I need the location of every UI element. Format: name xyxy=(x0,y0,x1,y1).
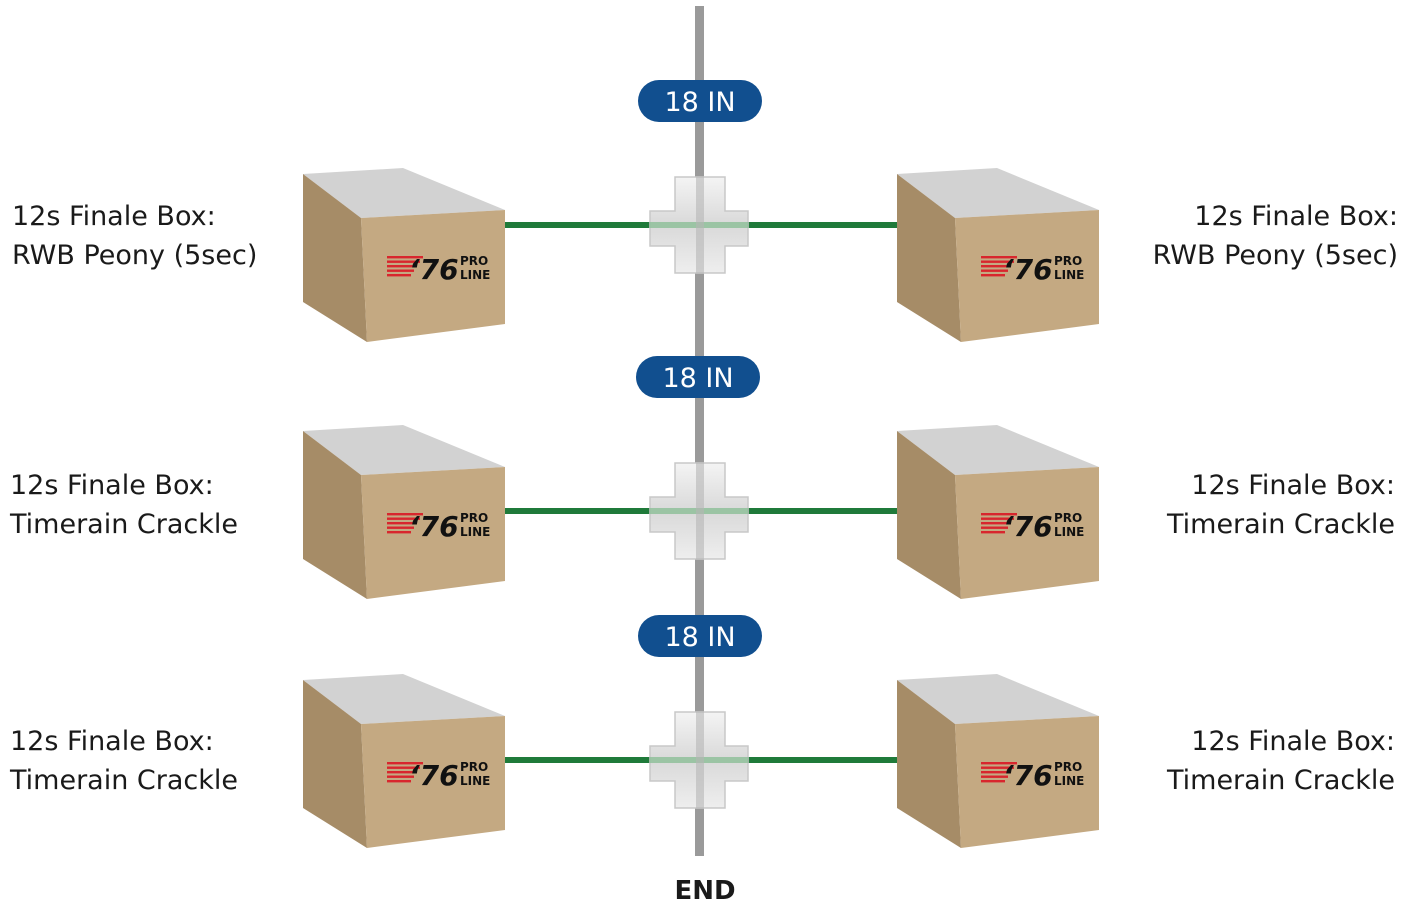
cross-connector-2 xyxy=(649,462,749,560)
box-front xyxy=(955,467,1099,599)
logo-line: LINE xyxy=(1054,525,1084,539)
logo-pro: PRO xyxy=(1054,254,1082,268)
box-front xyxy=(955,716,1099,848)
logo-number: ‘76 xyxy=(409,253,459,286)
box-side xyxy=(897,680,961,848)
logo-number: ‘76 xyxy=(1003,253,1053,286)
box-front xyxy=(361,210,505,342)
cross-connector-3 xyxy=(649,711,749,809)
logo-pro: PRO xyxy=(460,511,488,525)
end-label: END xyxy=(674,876,736,906)
box-label-row1-left: 12s Finale Box: RWB Peony (5sec) xyxy=(12,197,257,275)
spacing-label-3: 18 IN xyxy=(664,622,735,653)
box-top xyxy=(303,168,505,218)
logo-line: LINE xyxy=(460,268,490,282)
box-label-row2-left: 12s Finale Box: Timerain Crackle xyxy=(10,466,238,544)
logo-line: LINE xyxy=(1054,268,1084,282)
spacing-pill-2: 18 IN xyxy=(636,356,760,398)
box-label-row1-right: 12s Finale Box: RWB Peony (5sec) xyxy=(1153,197,1398,275)
spacing-label-2: 18 IN xyxy=(662,363,733,394)
box-top xyxy=(897,168,1099,218)
box-label-row3-left: 12s Finale Box: Timerain Crackle xyxy=(10,722,238,800)
center-pole xyxy=(695,6,704,856)
spacing-pill-1: 18 IN xyxy=(638,80,762,122)
box-label-line2: Timerain Crackle xyxy=(10,509,239,540)
box-label-line1: 12s Finale Box: xyxy=(10,726,214,757)
box-front xyxy=(361,467,505,599)
box-side xyxy=(897,174,961,342)
spacing-pill-3: 18 IN xyxy=(638,615,762,657)
box-side xyxy=(303,431,367,599)
box-side xyxy=(897,431,961,599)
logo-pro: PRO xyxy=(1054,511,1082,525)
logo-number: ‘76 xyxy=(1003,759,1053,792)
box-label-line2: RWB Peony (5sec) xyxy=(12,240,258,271)
box-label-line2: RWB Peony (5sec) xyxy=(1152,240,1398,271)
box-front xyxy=(361,716,505,848)
box-label-row3-right: 12s Finale Box: Timerain Crackle xyxy=(1167,722,1395,800)
box-side xyxy=(303,174,367,342)
box-side xyxy=(303,680,367,848)
box-front xyxy=(955,210,1099,342)
box-label-line1: 12s Finale Box: xyxy=(1191,470,1395,501)
logo-pro: PRO xyxy=(460,254,488,268)
box-label-line1: 12s Finale Box: xyxy=(1194,201,1398,232)
box-label-line2: Timerain Crackle xyxy=(1166,765,1395,796)
box-label-line2: Timerain Crackle xyxy=(10,765,239,796)
logo-number: ‘76 xyxy=(409,510,459,543)
spacing-label-1: 18 IN xyxy=(664,87,735,118)
box-label-line2: Timerain Crackle xyxy=(1166,509,1395,540)
logo-pro: PRO xyxy=(1054,760,1082,774)
logo-line: LINE xyxy=(460,774,490,788)
box-label-row2-right: 12s Finale Box: Timerain Crackle xyxy=(1167,466,1395,544)
box-top xyxy=(897,425,1099,475)
logo-line: LINE xyxy=(460,525,490,539)
logo-pro: PRO xyxy=(460,760,488,774)
logo-line: LINE xyxy=(1054,774,1084,788)
logo-number: ‘76 xyxy=(409,759,459,792)
box-top xyxy=(303,674,505,724)
box-top xyxy=(303,425,505,475)
box-label-line1: 12s Finale Box: xyxy=(12,201,216,232)
cross-connector-1 xyxy=(649,176,749,274)
logo-number: ‘76 xyxy=(1003,510,1053,543)
box-label-line1: 12s Finale Box: xyxy=(10,470,214,501)
box-label-line1: 12s Finale Box: xyxy=(1191,726,1395,757)
box-top xyxy=(897,674,1099,724)
